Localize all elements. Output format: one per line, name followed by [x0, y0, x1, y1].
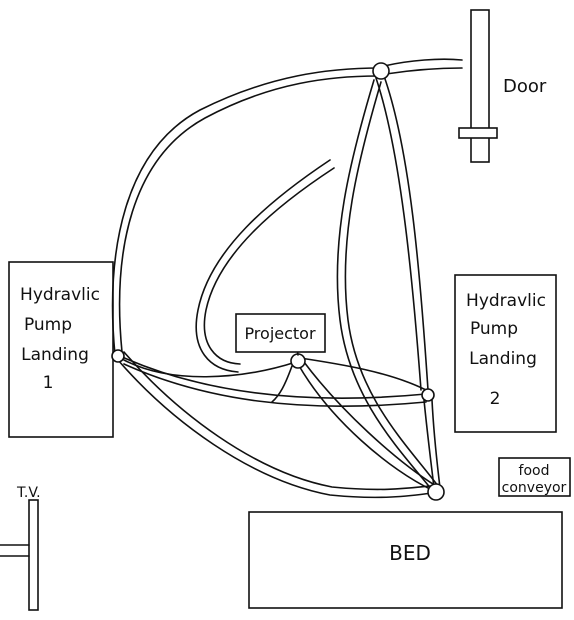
food-conveyor-line-1: food	[519, 463, 550, 479]
projector-label: Projector	[244, 324, 316, 343]
joint-nodes	[111, 62, 445, 501]
tv: T.V.	[0, 485, 41, 611]
pump2-line-4: 2	[490, 389, 501, 409]
hydraulic-pump-landing-2: Hydravlic Pump Landing 2	[454, 274, 557, 433]
door: Door	[458, 9, 547, 163]
projector: Projector	[235, 313, 326, 356]
door-label: Door	[503, 76, 547, 97]
node-projector	[290, 353, 306, 369]
pump1-line-1: Hydravlic	[20, 285, 100, 305]
node-top	[372, 62, 390, 80]
node-right	[421, 388, 435, 402]
pump1-line-3: Landing	[21, 345, 89, 365]
tv-label: T.V.	[16, 485, 41, 501]
bed: BED	[248, 511, 563, 609]
bed-label: BED	[389, 541, 431, 565]
pump2-line-2: Pump	[470, 319, 518, 339]
node-bottom	[427, 483, 445, 501]
food-conveyor: food conveyor	[498, 457, 571, 497]
pump2-line-3: Landing	[469, 349, 537, 369]
node-left	[111, 349, 125, 363]
food-conveyor-line-2: conveyor	[502, 480, 567, 496]
pump1-line-2: Pump	[24, 315, 72, 335]
tube-structure	[111, 58, 463, 499]
pump1-line-4: 1	[43, 373, 54, 393]
hydraulic-pump-landing-1: Hydravlic Pump Landing 1	[8, 261, 114, 438]
pump2-line-1: Hydravlic	[466, 291, 546, 311]
